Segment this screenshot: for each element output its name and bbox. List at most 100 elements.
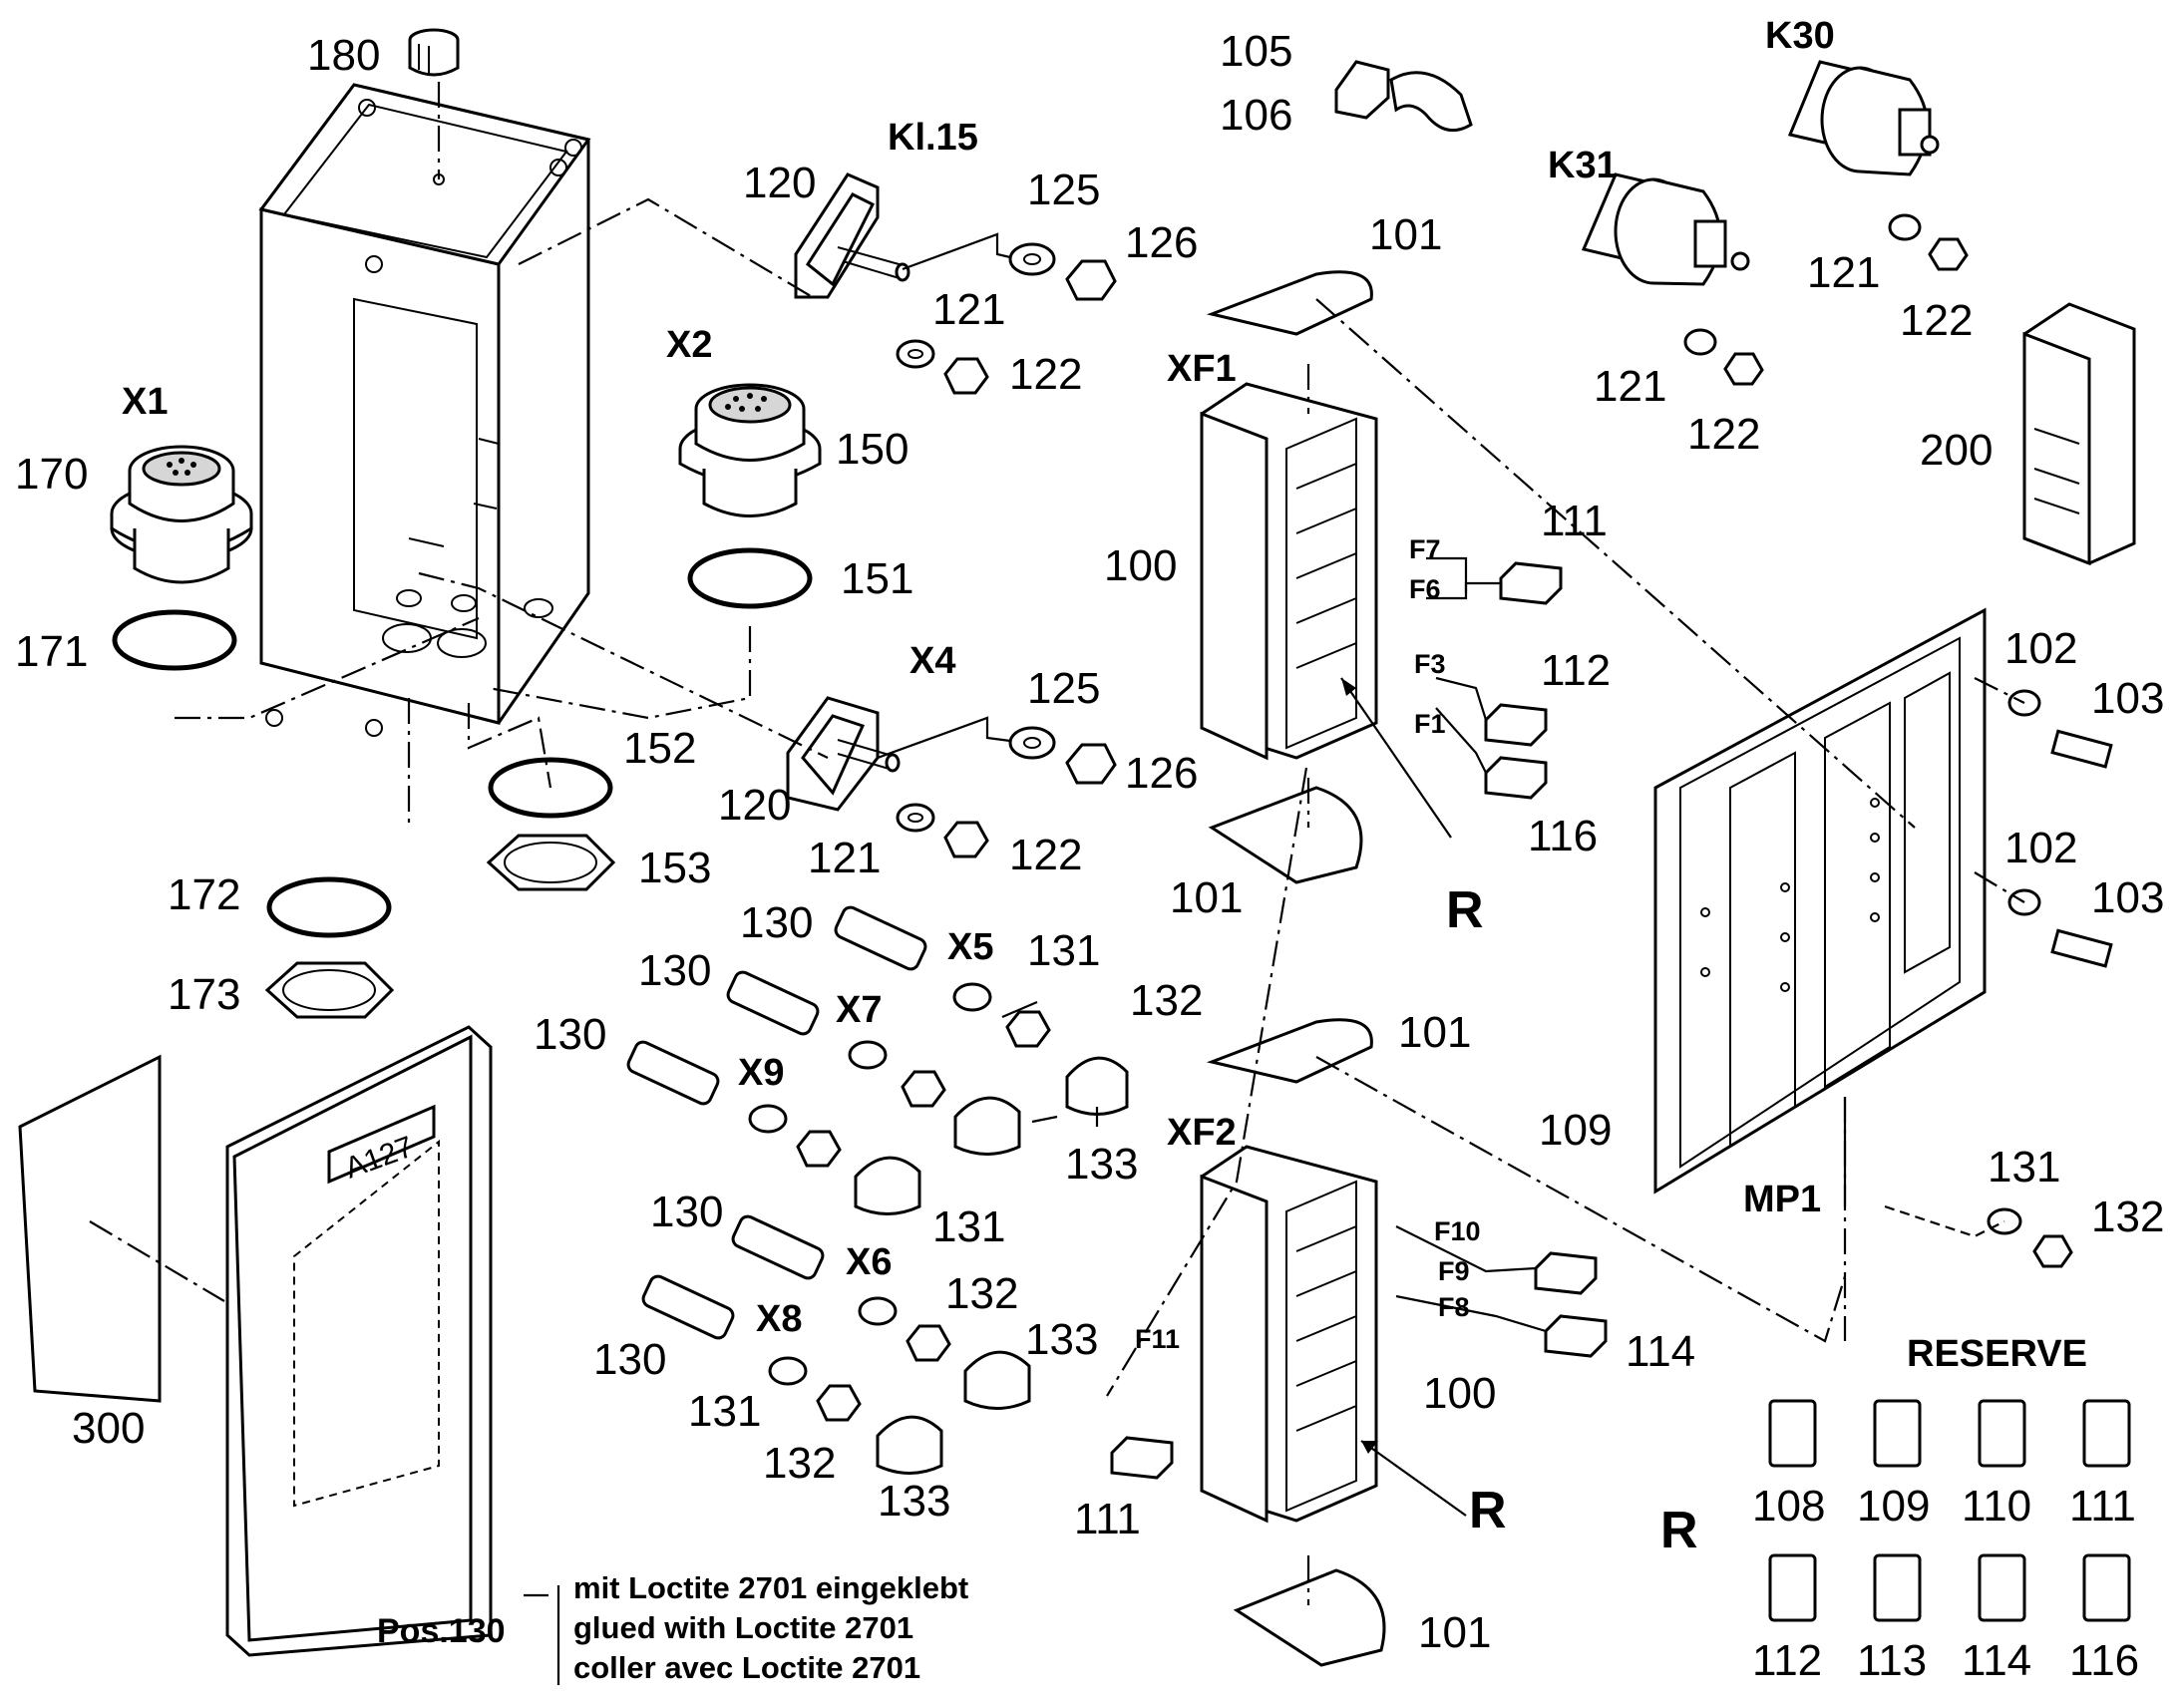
enclosure-housing bbox=[258, 83, 591, 737]
label-x4: X4 bbox=[909, 640, 955, 682]
label-130-d: 130 bbox=[650, 1188, 723, 1236]
clip-105-106 bbox=[1334, 60, 1473, 133]
part-labels: 180 105 106 K30 K31 Kl.15 120 125 126 12… bbox=[15, 15, 2164, 1685]
label-120-upper: 120 bbox=[743, 159, 816, 207]
leader-lines bbox=[524, 232, 1847, 1685]
label-125-upper: 125 bbox=[1027, 166, 1100, 214]
label-mp1: MP1 bbox=[1743, 1179, 1821, 1220]
label-kl15: Kl.15 bbox=[888, 117, 978, 159]
reserve-fuses bbox=[1768, 1399, 2131, 1622]
label-x8: X8 bbox=[756, 1298, 802, 1340]
label-k31: K31 bbox=[1548, 145, 1618, 186]
label-xf1: XF1 bbox=[1167, 348, 1237, 390]
label-121-lower: 121 bbox=[808, 834, 881, 882]
relay-k31 bbox=[1581, 172, 1750, 286]
label-121-k30: 121 bbox=[1807, 248, 1880, 297]
standoff-assemblies bbox=[626, 905, 1129, 1475]
label-122-k30: 122 bbox=[1900, 296, 1973, 345]
note-line-en: glued with Loctite 2701 bbox=[573, 1610, 913, 1645]
label-130-a: 130 bbox=[740, 898, 813, 947]
label-125-lower: 125 bbox=[1027, 664, 1100, 713]
label-173: 173 bbox=[168, 970, 240, 1019]
label-f6: F6 bbox=[1409, 574, 1441, 604]
label-reserve-114: 114 bbox=[1962, 1636, 2031, 1685]
label-f3: F3 bbox=[1414, 649, 1446, 679]
label-100-lower: 100 bbox=[1423, 1369, 1496, 1418]
label-reserve-112: 112 bbox=[1752, 1636, 1822, 1685]
label-102-lower: 102 bbox=[2004, 824, 2077, 872]
label-122-k31: 122 bbox=[1687, 410, 1760, 459]
label-133-a: 133 bbox=[1065, 1140, 1138, 1189]
washers-and-nuts bbox=[896, 213, 2113, 1268]
label-f10: F10 bbox=[1434, 1216, 1481, 1246]
label-126-upper: 126 bbox=[1125, 218, 1198, 267]
label-120-lower: 120 bbox=[718, 781, 791, 830]
label-133-b: 133 bbox=[1025, 1315, 1098, 1364]
fuse-block-xf1 bbox=[1200, 382, 1378, 761]
label-122-lower: 122 bbox=[1009, 831, 1082, 879]
label-f11: F11 bbox=[1135, 1324, 1180, 1354]
label-180: 180 bbox=[307, 31, 380, 80]
label-152: 152 bbox=[623, 724, 696, 773]
label-f7: F7 bbox=[1409, 534, 1441, 564]
label-112-upper: 112 bbox=[1541, 646, 1611, 695]
label-x5: X5 bbox=[947, 926, 993, 968]
label-116-upper: 116 bbox=[1528, 812, 1598, 860]
label-101-lower: 101 bbox=[1398, 1008, 1471, 1057]
label-x2: X2 bbox=[666, 324, 712, 366]
seal-ring-172 bbox=[266, 876, 392, 938]
label-reserve-108: 108 bbox=[1752, 1482, 1825, 1531]
note-line-fr: coller avec Loctite 2701 bbox=[573, 1650, 920, 1685]
label-300: 300 bbox=[72, 1404, 145, 1453]
label-122-upper: 122 bbox=[1009, 350, 1082, 399]
dome-plug-180 bbox=[408, 28, 460, 77]
label-103-lower: 103 bbox=[2091, 873, 2164, 922]
seal-ring-171 bbox=[112, 609, 237, 671]
label-111-lower: 111 bbox=[1074, 1495, 1141, 1543]
note-line-de: mit Loctite 2701 eingeklebt bbox=[573, 1570, 968, 1605]
label-105: 105 bbox=[1220, 27, 1292, 76]
label-x9: X9 bbox=[738, 1052, 784, 1094]
relay-k30 bbox=[1787, 60, 1940, 176]
assembly-note: Pos.130 mit Loctite 2701 eingeklebt glue… bbox=[377, 1570, 968, 1685]
label-r-reserve: R bbox=[1660, 1502, 1698, 1559]
stud-holder-x4 bbox=[786, 696, 901, 812]
enclosure-cover bbox=[225, 1025, 493, 1657]
label-153: 153 bbox=[638, 844, 711, 892]
label-200: 200 bbox=[1920, 426, 1993, 475]
hex-nut-173 bbox=[264, 961, 395, 1019]
label-reserve-111: 111 bbox=[2069, 1482, 2136, 1531]
end-caps-101 bbox=[1206, 270, 1386, 1667]
label-reserve-113: 113 bbox=[1857, 1636, 1927, 1685]
label-130-e: 130 bbox=[593, 1335, 666, 1384]
label-111-upper: 111 bbox=[1541, 497, 1608, 545]
label-reserve-109: 109 bbox=[1857, 1482, 1930, 1531]
label-109-fuse: 109 bbox=[1539, 1106, 1612, 1155]
fuse-block-xf2 bbox=[1200, 1145, 1378, 1524]
label-131-a: 131 bbox=[1027, 926, 1100, 975]
label-r-upper: R bbox=[1446, 881, 1484, 939]
label-101-bottom: 101 bbox=[1418, 1608, 1491, 1657]
label-101-top: 101 bbox=[1369, 210, 1442, 259]
label-132-d: 132 bbox=[763, 1439, 836, 1488]
label-170: 170 bbox=[15, 450, 88, 499]
label-f8: F8 bbox=[1438, 1292, 1470, 1322]
label-131-mp1: 131 bbox=[1988, 1143, 2060, 1192]
label-101-mid: 101 bbox=[1170, 873, 1243, 922]
connector-x1 bbox=[110, 445, 253, 584]
mounting-plate-mp1 bbox=[1653, 607, 1987, 1195]
label-114-fuse: 114 bbox=[1626, 1327, 1695, 1376]
label-f9: F9 bbox=[1438, 1256, 1470, 1286]
label-172: 172 bbox=[168, 870, 240, 919]
label-103-upper: 103 bbox=[2091, 674, 2164, 723]
label-k30: K30 bbox=[1765, 15, 1835, 57]
label-132-a: 132 bbox=[1130, 976, 1203, 1025]
fuses bbox=[1110, 561, 1608, 1480]
label-121-k31: 121 bbox=[1594, 362, 1666, 411]
label-r-lower: R bbox=[1469, 1482, 1507, 1539]
sheet-300 bbox=[18, 1054, 162, 1403]
label-131-c: 131 bbox=[932, 1202, 1005, 1251]
label-reserve: RESERVE bbox=[1907, 1333, 2087, 1375]
center-lines bbox=[89, 82, 2025, 1605]
